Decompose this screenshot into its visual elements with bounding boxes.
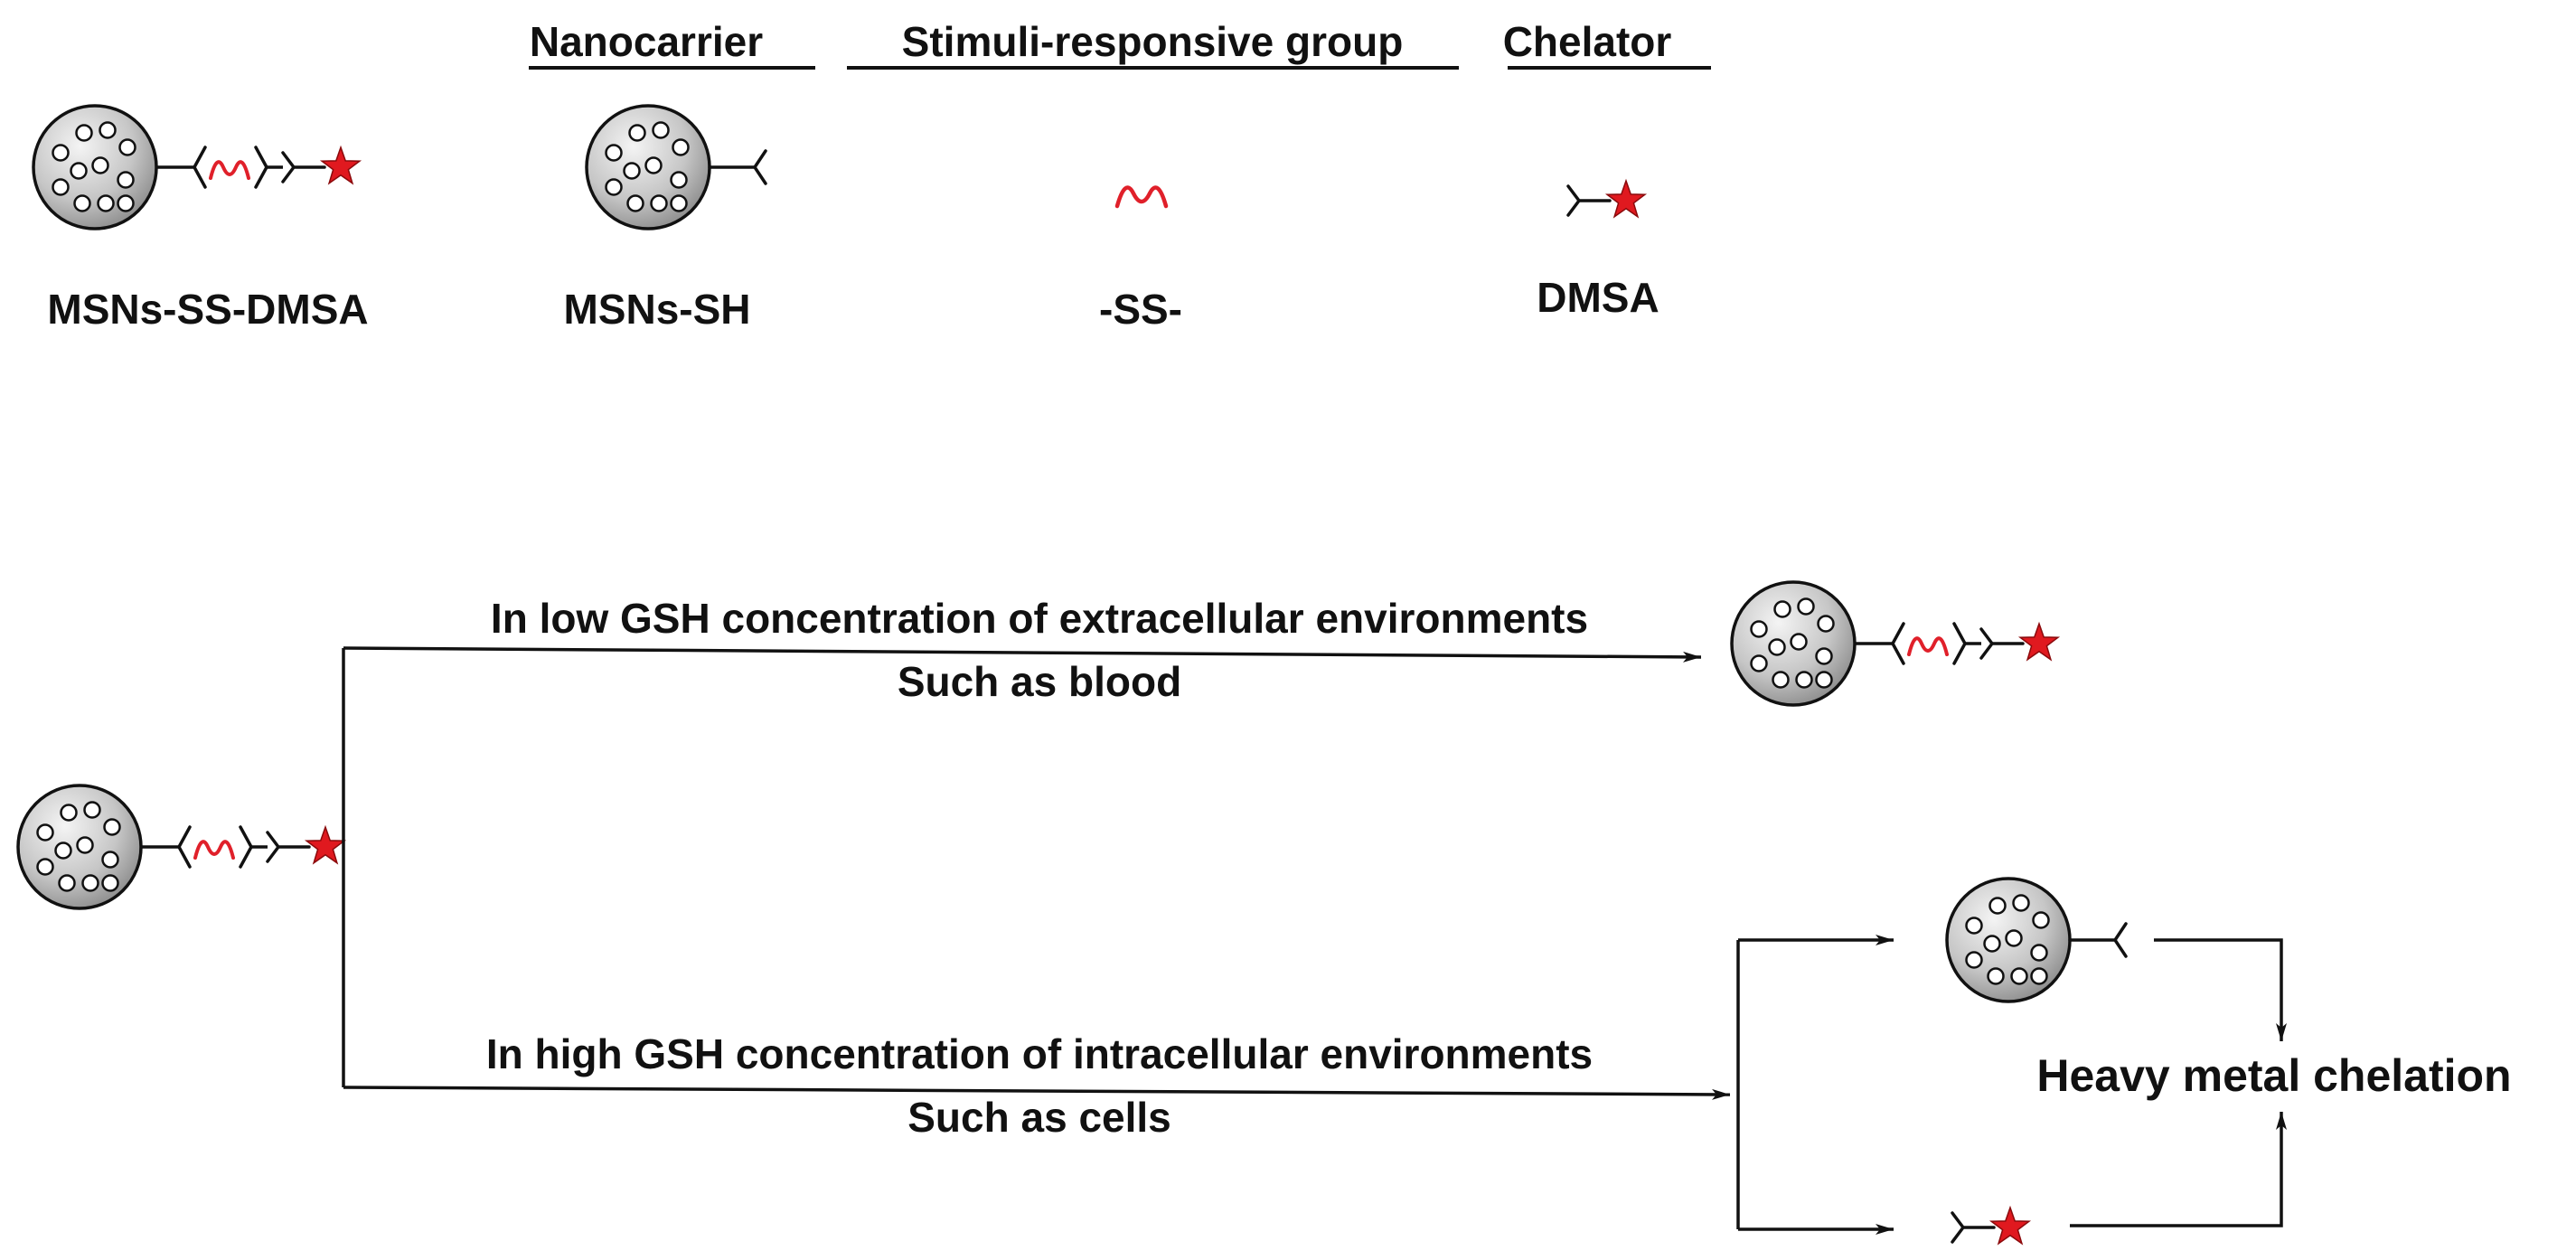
- legend-chelator: Chelator DMSA: [1503, 18, 1711, 321]
- msn-sh-sphere-icon: [585, 104, 711, 230]
- msn-sphere-icon: [1730, 580, 1857, 707]
- msn-sphere-icon: [32, 104, 158, 230]
- nanocarrier-header: Nanocarrier: [530, 18, 763, 65]
- to-chelation-bottom-arrow: [2070, 1112, 2287, 1227]
- msn-sh-sphere-icon: [1945, 877, 2072, 1003]
- msn-sphere-icon: [16, 784, 143, 910]
- heavy-metal-chelation-label: Heavy metal chelation: [2036, 1050, 2511, 1101]
- chelator-header: Chelator: [1503, 18, 1672, 65]
- conjugate-tail-icon: [156, 147, 360, 187]
- released-chelator: [1951, 1206, 2031, 1246]
- high-gsh-example: Such as cells: [907, 1094, 1171, 1141]
- chelator-label: DMSA: [1537, 274, 1659, 321]
- branch-arrows: [342, 646, 2287, 1235]
- to-chelation-top-arrow: [2154, 938, 2287, 1041]
- legend-conjugate: MSNs-SS-DMSA: [32, 104, 369, 333]
- conjugate-tail-icon: [1855, 624, 2058, 663]
- thiol-tail-icon: [708, 149, 767, 185]
- high-gsh-arrow: [343, 1086, 1731, 1100]
- starting-conjugate: [16, 784, 344, 910]
- dmsa-chelator-icon: [1951, 1206, 2031, 1246]
- high-gsh-condition: In high GSH concentration of intracellul…: [486, 1030, 1593, 1077]
- low-gsh-condition: In low GSH concentration of extracellula…: [491, 595, 1588, 642]
- dmsa-chelator-icon: [1566, 179, 1647, 219]
- disulfide-linker-icon: [1114, 185, 1169, 209]
- nanocarrier-label: MSNs-SH: [563, 286, 750, 333]
- conjugate-tail-icon: [141, 827, 344, 867]
- released-nanocarrier: [1945, 877, 2128, 1003]
- low-gsh-example: Such as blood: [898, 658, 1181, 705]
- conjugate-label: MSNs-SS-DMSA: [47, 286, 368, 333]
- linker-label: -SS-: [1099, 286, 1182, 333]
- legend-stimuli-responsive: Stimuli-responsive group -SS-: [847, 18, 1459, 333]
- low-gsh-arrow: [343, 646, 1702, 663]
- stimuli-header: Stimuli-responsive group: [902, 18, 1404, 65]
- thiol-tail-icon: [2068, 922, 2128, 958]
- intact-conjugate: [1730, 580, 2058, 707]
- legend-nanocarrier: Nanocarrier MSNs-SH: [529, 18, 815, 333]
